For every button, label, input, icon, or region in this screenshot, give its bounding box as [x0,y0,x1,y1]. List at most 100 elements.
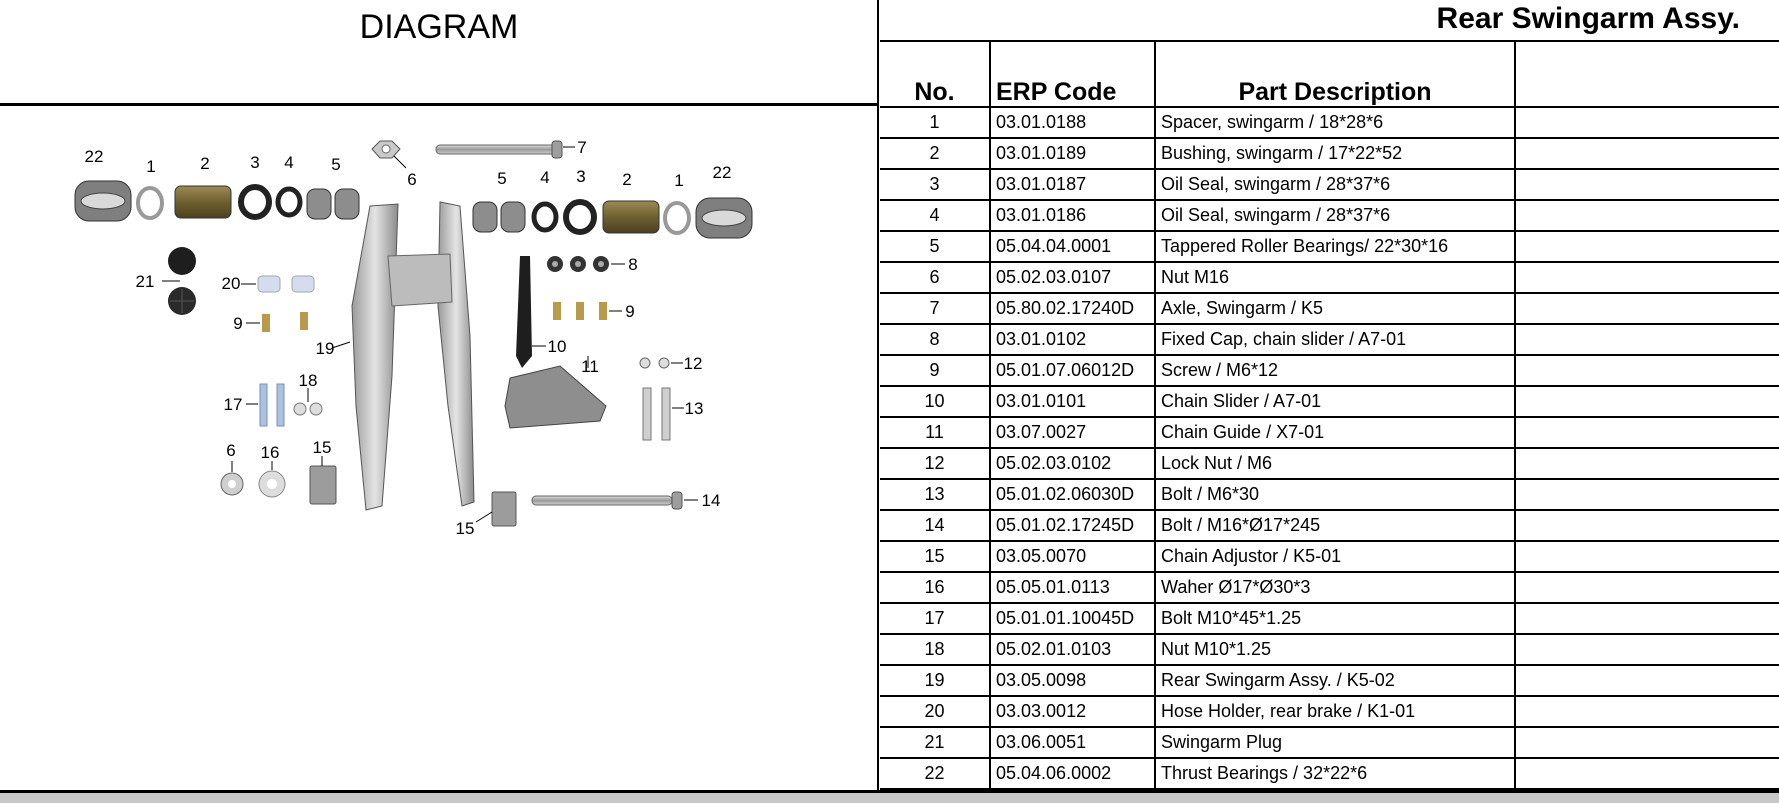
callout-12: 12 [684,354,703,373]
hose-holders-20 [241,275,315,293]
cell-part-description: Lock Nut / M6 [1154,447,1516,480]
callout-10: 10 [548,337,567,356]
callout-4-left: 4 [284,153,293,172]
cell-part-description: Oil Seal, swingarm / 28*37*6 [1154,168,1516,201]
cell-no: 3 [880,168,991,201]
callout-22-right: 22 [713,163,732,182]
cell-erp-code: 03.01.0101 [989,385,1156,418]
cell-no: 20 [880,695,991,728]
left-bearing-stack [74,180,360,222]
callout-6-top: 6 [407,170,416,189]
cell-no: 21 [880,726,991,759]
cell-erp-code: 05.04.04.0001 [989,230,1156,263]
cell-erp-code: 05.02.03.0107 [989,261,1156,294]
callout-8: 8 [628,255,637,274]
cell-no: 6 [880,261,991,294]
callout-14: 14 [702,491,721,510]
cell-no: 9 [880,354,991,387]
bolts-17 [246,383,285,427]
cell-part-description: Oil Seal, swingarm / 28*37*6 [1154,199,1516,232]
chain-slider-10 [516,256,546,368]
callout-5-left: 5 [331,155,340,174]
diagram-header: DIAGRAM [0,0,878,106]
header-erp-code: ERP Code [989,40,1156,108]
screws-9-right [553,302,622,320]
callout-6-lower: 6 [226,441,235,460]
cell-part-description: Tappered Roller Bearings/ 22*30*16 [1154,230,1516,263]
assembly-title: Rear Swingarm Assy. [1436,2,1740,35]
cell-blank [1514,354,1779,387]
callout-1-left: 1 [146,157,155,176]
cell-erp-code: 03.01.0102 [989,323,1156,356]
cell-no: 11 [880,416,991,449]
cell-part-description: Spacer, swingarm / 18*28*6 [1154,106,1516,139]
cell-erp-code: 05.05.01.0113 [989,571,1156,604]
cell-erp-code: 03.03.0012 [989,695,1156,728]
callout-17: 17 [224,395,243,414]
callout-22-left: 22 [85,147,104,166]
cell-blank [1514,757,1779,790]
cell-blank [1514,571,1779,604]
cell-erp-code: 03.01.0186 [989,199,1156,232]
callout-3-left: 3 [250,153,259,172]
nuts-18 [293,388,323,416]
cell-erp-code: 03.05.0098 [989,664,1156,697]
callout-21: 21 [136,272,155,291]
cell-part-description: Chain Guide / X7-01 [1154,416,1516,449]
cell-part-description: Swingarm Plug [1154,726,1516,759]
cell-part-description: Chain Slider / A7-01 [1154,385,1516,418]
callout-9-right: 9 [625,302,634,321]
callout-5-right: 5 [497,169,506,188]
exploded-diagram: 22 1 2 3 4 5 6 7 5 4 3 2 1 22 21 20 8 9 … [0,106,877,790]
cell-blank [1514,664,1779,697]
cell-blank [1514,726,1779,759]
cell-no: 7 [880,292,991,325]
callout-7: 7 [577,138,586,157]
callout-18: 18 [299,371,318,390]
cell-blank [1514,230,1779,263]
cell-erp-code: 03.01.0187 [989,168,1156,201]
swingarm-plugs-21 [162,247,196,315]
cell-part-description: Axle, Swingarm / K5 [1154,292,1516,325]
callout-11: 11 [581,357,599,376]
cell-erp-code: 05.02.01.0103 [989,633,1156,666]
chain-guide-11 [504,356,607,429]
fixed-caps-8 [547,256,625,272]
cell-erp-code: 05.01.02.06030D [989,478,1156,511]
cell-no: 17 [880,602,991,635]
lower-small-parts [220,456,337,505]
callout-19: 19 [316,339,335,358]
cell-erp-code: 05.02.03.0102 [989,447,1156,480]
table-header-row: No. ERP Code Part Description [880,40,1779,108]
callout-20: 20 [222,274,241,293]
cell-erp-code: 03.01.0188 [989,106,1156,139]
cell-no: 8 [880,323,991,356]
cell-part-description: Fixed Cap, chain slider / A7-01 [1154,323,1516,356]
cell-blank [1514,106,1779,139]
cell-blank [1514,416,1779,449]
nut-part-6 [371,140,407,169]
callout-2-left: 2 [200,154,209,173]
cell-no: 19 [880,664,991,697]
bolts-13 [642,387,684,441]
cell-blank [1514,633,1779,666]
cell-blank [1514,509,1779,542]
callout-16: 16 [261,443,280,462]
cell-part-description: Bolt / M6*30 [1154,478,1516,511]
cell-no: 4 [880,199,991,232]
cell-blank [1514,137,1779,170]
screws-9-left [246,312,308,332]
cell-blank [1514,478,1779,511]
diagram-heading: DIAGRAM [359,8,519,46]
callout-1-right: 1 [674,171,683,190]
